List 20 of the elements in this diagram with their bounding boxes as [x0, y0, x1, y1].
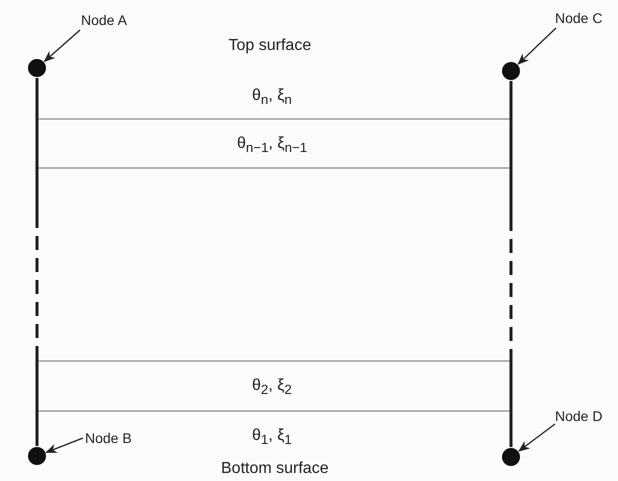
node-dot — [28, 447, 46, 465]
leader-arrow — [518, 423, 556, 452]
leader-arrow — [517, 28, 556, 65]
surface-label: Bottom surface — [221, 461, 329, 477]
leader-arrow — [44, 30, 80, 62]
node-dot — [502, 448, 520, 466]
node-dot — [502, 62, 520, 80]
layer-label: θ$_{n−1}$, ξ$_{n−1}$ — [237, 136, 308, 155]
laminate-edge-line — [510, 81, 512, 447]
leader-arrow — [45, 437, 84, 453]
surface-label: Top surface — [228, 38, 312, 54]
laminate-edge-line — [36, 78, 38, 446]
node-label: Node D — [555, 409, 602, 423]
layer-label: θ$_{2}$, ξ$_{2}$ — [252, 378, 292, 397]
node-label: Node B — [85, 431, 132, 445]
node-dot — [28, 59, 46, 77]
node-label: Node C — [555, 11, 602, 25]
layer-label: θ$_{1}$, ξ$_{1}$ — [252, 428, 292, 447]
layer-label: θ$_{n}$, ξ$_{n}$ — [252, 88, 292, 107]
node-label: Node A — [81, 13, 127, 27]
